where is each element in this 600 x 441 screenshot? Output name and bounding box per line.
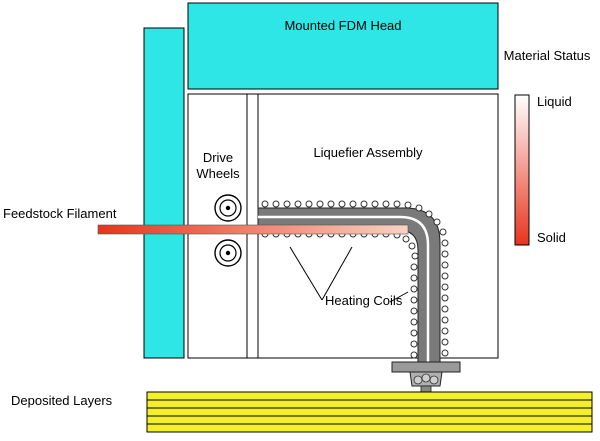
mount-bar: [143, 27, 185, 359]
deposited-layers: [146, 391, 593, 433]
nozzle: [391, 361, 461, 393]
heating-coils-right: [441, 239, 449, 357]
drive-wheel-bottom: [214, 239, 242, 267]
heating-coils-inner: [410, 263, 418, 359]
feedstock-label: Feedstock Filament: [3, 206, 117, 221]
coil-pointer-1: [289, 246, 323, 301]
liquefier-channel: [258, 215, 430, 362]
liquid-label: Liquid: [537, 94, 572, 109]
feedstock-filament: [97, 224, 409, 235]
liquefier-label: Liquefier Assembly: [313, 145, 423, 160]
drive-wheels-label-2: Wheels: [196, 166, 240, 181]
deposited-layers-label: Deposited Layers: [11, 393, 113, 408]
coil-pointer-2: [321, 246, 353, 301]
fdm-head-box: [187, 2, 499, 90]
drive-wheels-label-1: Drive: [203, 150, 233, 165]
material-status-label: Material Status: [504, 48, 591, 63]
drive-wheel-top: [214, 194, 242, 222]
coil-pointer-3: [389, 291, 409, 303]
heating-coils-label: Heating Coils: [325, 293, 403, 308]
material-status-bar: [514, 94, 530, 246]
heating-coils-top: [261, 200, 447, 236]
fdm-head-label: Mounted FDM Head: [284, 18, 401, 33]
solid-label: Solid: [537, 230, 566, 245]
